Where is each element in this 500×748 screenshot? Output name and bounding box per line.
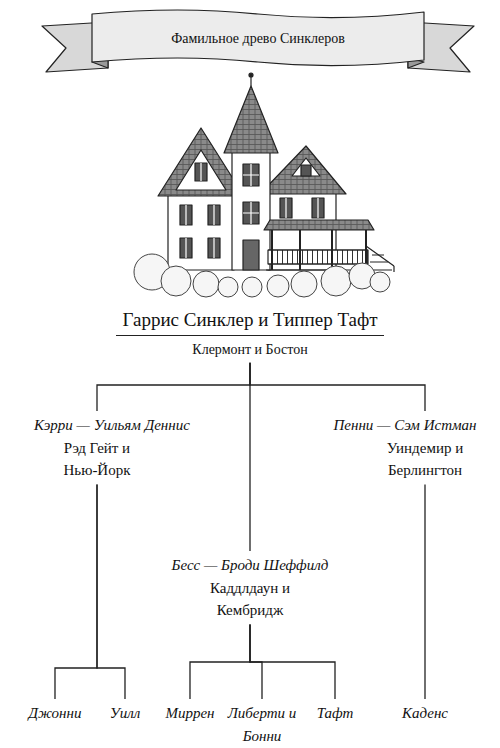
child-couple: Пенни — Сэм ИстманУиндемир и Берлингтон bbox=[320, 412, 490, 484]
ancestor-couple: Гаррис Синклер и Типпер ТафтКлермонт и Б… bbox=[90, 306, 410, 362]
family-line bbox=[190, 625, 250, 700]
place-names: Уиндемир и Берлингтон bbox=[377, 437, 473, 482]
bushes bbox=[134, 254, 390, 297]
person-names: Миррен bbox=[165, 702, 214, 725]
grandchild-name: Каденс bbox=[385, 700, 465, 727]
grandchild-name: Тафт bbox=[305, 700, 365, 727]
banner-title: Фамильное древо Синклеров bbox=[171, 31, 345, 48]
person-names: Тафт bbox=[317, 702, 354, 725]
family-line bbox=[97, 363, 250, 411]
person-names: Бесс — Броди Шеффилд bbox=[172, 554, 329, 577]
grandchild-name: Миррен bbox=[154, 700, 226, 727]
family-line bbox=[250, 363, 425, 411]
person-names: Кэрри — Уильям Деннис bbox=[34, 414, 190, 437]
family-line bbox=[249, 363, 250, 551]
place-names: Рэд Гейт и Нью-Йорк bbox=[58, 437, 136, 482]
family-line bbox=[97, 485, 125, 700]
house bbox=[158, 73, 394, 272]
person-names: Каденс bbox=[402, 702, 448, 725]
place-names: Клермонт и Бостон bbox=[192, 339, 307, 360]
grandchild-name: Джонни bbox=[15, 700, 95, 727]
heading-name: Гаррис Синклер и Типпер Тафт bbox=[116, 308, 383, 336]
place-names: Каддлдаун и Кембридж bbox=[202, 577, 298, 622]
person-names: Уилл bbox=[110, 702, 140, 725]
title-banner: Фамильное древо Синклеров bbox=[40, 4, 476, 80]
person-names: Пенни — Сэм Истман bbox=[333, 414, 476, 437]
family-line bbox=[55, 485, 97, 700]
person-names: Либерти и Бонни bbox=[222, 702, 302, 747]
grandchild-name: Либерти и Бонни bbox=[220, 700, 304, 748]
person-names: Джонни bbox=[28, 702, 81, 725]
grandchild-name: Уилл bbox=[97, 700, 153, 727]
child-couple: Бесс — Броди ШеффилдКаддлдаун и Кембридж bbox=[150, 552, 350, 624]
family-line bbox=[424, 485, 425, 700]
family-line bbox=[250, 625, 335, 700]
child-couple: Кэрри — Уильям ДеннисРэд Гейт и Нью-Йорк bbox=[22, 412, 202, 484]
